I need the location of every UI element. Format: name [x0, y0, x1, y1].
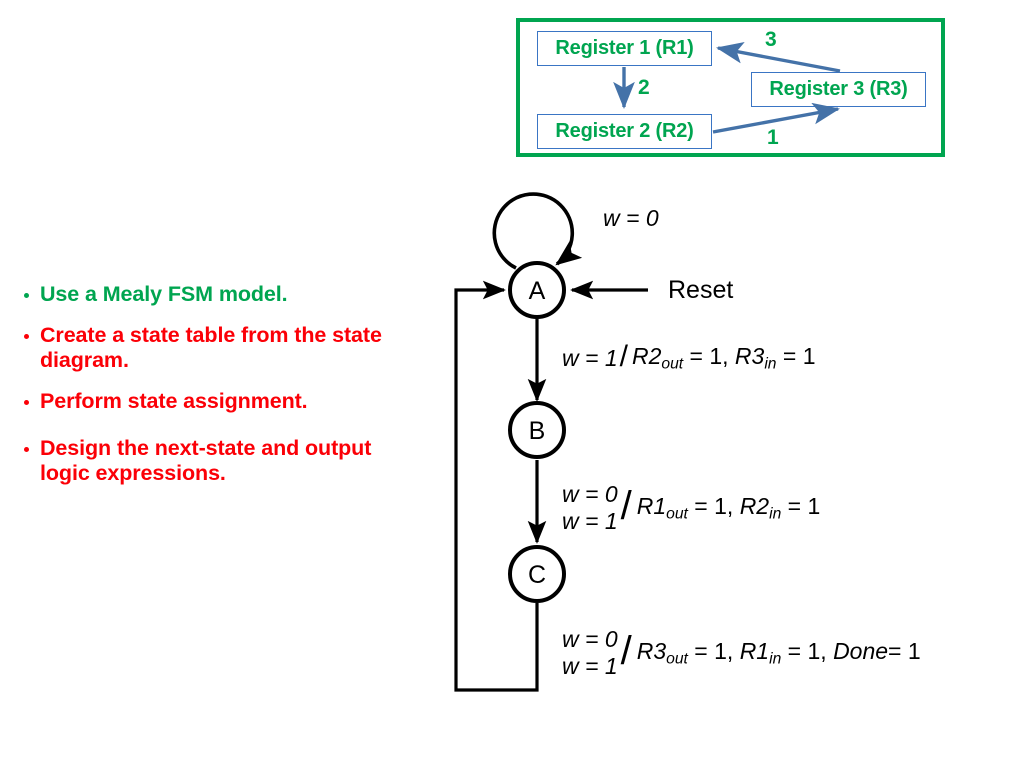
transition-condition-b-c: w = 0 w = 1 [562, 481, 618, 535]
register-box-r2: Register 2 (R2) [537, 114, 712, 149]
mealy-slash-icon: / [620, 483, 632, 528]
state-label-a: A [529, 277, 546, 305]
transition-arrow-c-a [454, 280, 539, 692]
state-label-b: B [529, 417, 546, 445]
datapath-outer-box [516, 18, 945, 157]
transition-action-a-b: R2out = 1, R3in = 1 [631, 343, 816, 373]
bullet-text: Perform state assignment. [40, 388, 308, 413]
register-label: Register 1 (R1) [555, 37, 694, 59]
transfer-step-label-2: 2 [638, 76, 650, 99]
transition-label-a-b: w = 1 / R2out = 1, R3in = 1 [562, 339, 816, 373]
condition-line: w = 0 [562, 481, 618, 507]
transfer-step-label-1: 1 [767, 126, 779, 149]
self-loop-condition-text: w = 0 [603, 205, 659, 231]
state-circle-c [508, 545, 566, 603]
bullet-list: Use a Mealy FSM model. Create a state ta… [18, 282, 418, 502]
bullet-text: Create a state table from the state diag… [40, 322, 382, 372]
register-label: Register 3 (R3) [769, 78, 908, 100]
self-loop-arc-a [492, 192, 583, 270]
register-box-r3: Register 3 (R3) [751, 72, 926, 107]
transition-condition-c-a: w = 0 w = 1 [562, 626, 618, 680]
transition-label-c-a: w = 0 w = 1 / R3out = 1, R1in = 1, Done=… [562, 626, 921, 680]
transition-action-c-a: R3out = 1, R1in = 1, Done= 1 [636, 637, 921, 668]
transition-action-b-c: R1out = 1, R2in = 1 [636, 492, 821, 523]
condition-line: w = 1 [562, 507, 618, 534]
reset-label: Reset [668, 276, 734, 304]
bullet-item-2: Perform state assignment. [18, 389, 418, 414]
bullet-text: Use a Mealy FSM model. [40, 282, 288, 306]
register-label: Register 2 (R2) [555, 120, 694, 142]
bullet-item-3: Design the next-state and output logic e… [18, 436, 418, 486]
state-circle-a [508, 261, 566, 319]
self-loop-condition-label: w = 0 [603, 205, 659, 232]
transition-condition-a-b: w = 1 [562, 345, 618, 372]
bullet-dot-icon [24, 446, 29, 452]
bullet-text: Design the next-state and output logic e… [40, 435, 372, 485]
register-box-r1: Register 1 (R1) [537, 31, 712, 66]
bullet-dot-icon [24, 334, 29, 340]
condition-line: w = 1 [562, 344, 618, 371]
transition-label-b-c: w = 0 w = 1 / R1out = 1, R2in = 1 [562, 481, 820, 535]
condition-line: w = 0 [562, 626, 618, 652]
bullet-dot-icon [24, 399, 29, 405]
transfer-step-label-3: 3 [765, 28, 777, 51]
bullet-dot-icon [24, 293, 29, 299]
state-label-c: C [528, 561, 546, 589]
bullet-item-0: Use a Mealy FSM model. [18, 282, 418, 307]
bullet-item-1: Create a state table from the state diag… [18, 323, 418, 373]
state-circle-b [508, 401, 566, 459]
mealy-slash-icon: / [620, 628, 632, 673]
mealy-slash-icon: / [619, 339, 628, 373]
condition-line: w = 1 [562, 652, 618, 679]
